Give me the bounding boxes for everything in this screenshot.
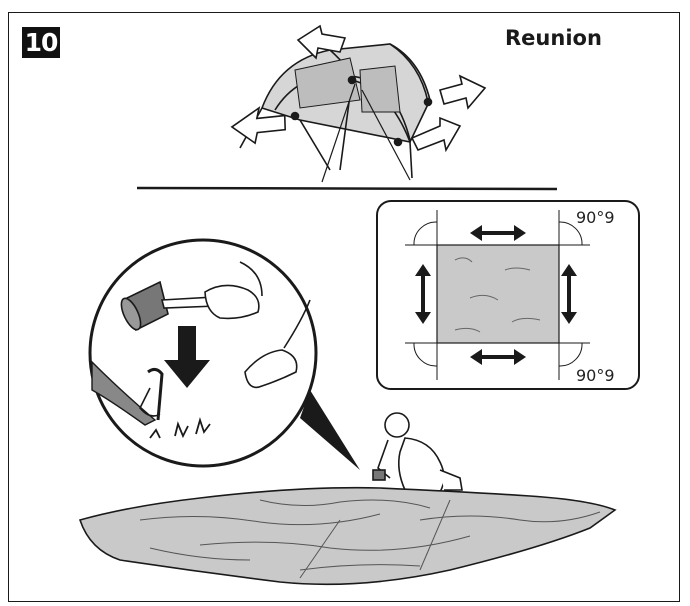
step-number-badge: 10 xyxy=(22,27,60,58)
tent-arrows xyxy=(230,24,487,153)
laid-out-tent-fabric xyxy=(78,486,617,586)
product-name: Reunion xyxy=(505,26,602,50)
squaring-diagram xyxy=(376,200,640,390)
tent-illustration xyxy=(239,43,433,183)
ground-line xyxy=(136,186,558,191)
page-frame xyxy=(8,12,680,602)
angle-label-bottom-right: 90°9 xyxy=(576,366,615,385)
stake-detail-magnifier xyxy=(88,238,360,470)
angle-label-top-right: 90°9 xyxy=(576,208,615,227)
